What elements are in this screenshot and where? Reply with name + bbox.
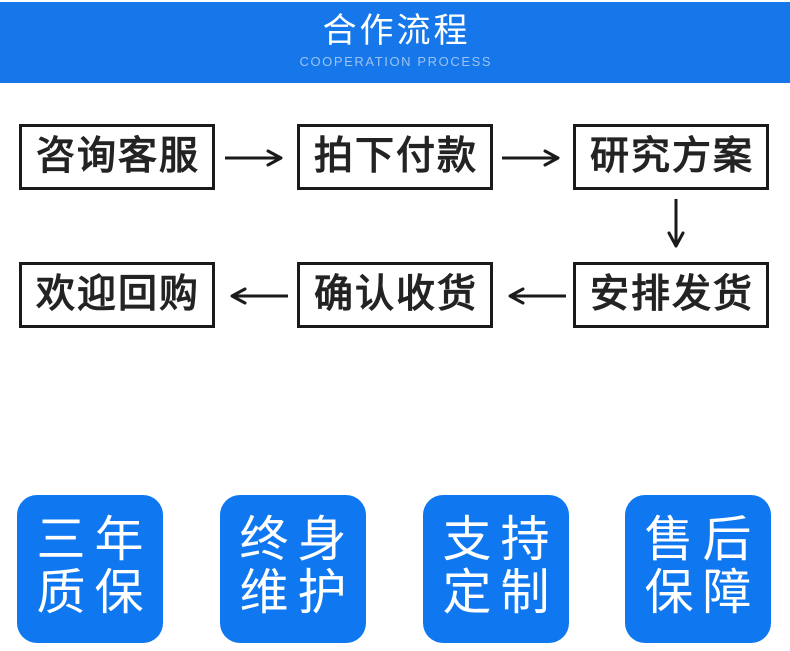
badge-customization-support: 支持 定制 bbox=[423, 495, 569, 643]
badge-line: 售后 bbox=[644, 513, 761, 567]
flow-step-label: 欢迎回购 bbox=[35, 273, 200, 316]
flow-step-label: 确认收货 bbox=[313, 273, 478, 316]
flow-step-pay: 拍下付款 bbox=[297, 124, 493, 190]
badge-line: 定制 bbox=[442, 566, 559, 620]
badge-lifetime-maintenance: 终身 维护 bbox=[220, 495, 366, 643]
flow-step-repurchase: 欢迎回购 bbox=[19, 262, 215, 328]
badge-line: 保障 bbox=[644, 566, 761, 620]
flow-step-research: 研究方案 bbox=[573, 124, 769, 190]
page-title: 合作流程 bbox=[322, 12, 471, 50]
badge-line: 三年 bbox=[36, 513, 153, 567]
flow-step-label: 研究方案 bbox=[589, 135, 754, 178]
flow-step-label: 安排发货 bbox=[589, 273, 754, 316]
page-subtitle: COOPERATION PROCESS bbox=[299, 54, 493, 69]
flow-step-consult: 咨询客服 bbox=[19, 124, 215, 190]
header-banner: 合作流程 COOPERATION PROCESS bbox=[0, 2, 790, 83]
badge-three-year-warranty: 三年 质保 bbox=[17, 495, 163, 643]
badge-line: 维护 bbox=[239, 566, 356, 620]
flow-step-confirm: 确认收货 bbox=[297, 262, 493, 328]
badge-line: 质保 bbox=[36, 566, 153, 620]
flow-step-ship: 安排发货 bbox=[573, 262, 769, 328]
badge-line: 支持 bbox=[442, 513, 559, 567]
flow-step-label: 拍下付款 bbox=[313, 135, 478, 178]
badge-line: 终身 bbox=[239, 513, 356, 567]
flow-step-label: 咨询客服 bbox=[35, 135, 200, 178]
badge-after-sales-guarantee: 售后 保障 bbox=[625, 495, 771, 643]
